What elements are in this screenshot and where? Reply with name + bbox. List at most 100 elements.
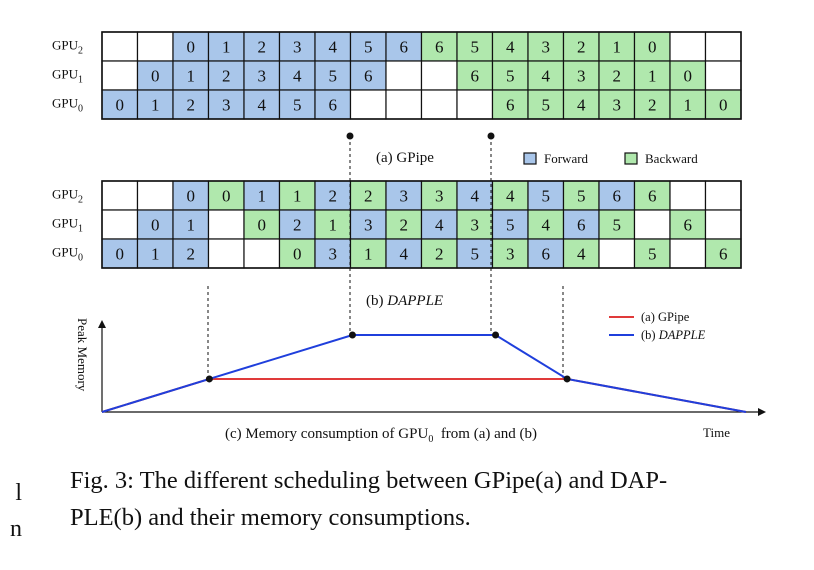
dapple-microbatch-label: 6 — [542, 245, 551, 264]
gpipe-microbatch-label: 1 — [613, 38, 622, 57]
dapple-memory-line — [101, 334, 747, 413]
backward-legend-label: Backward — [645, 151, 698, 166]
forward-legend-swatch — [523, 152, 537, 165]
gpipe-microbatch-label: 3 — [577, 67, 586, 86]
dapple-caption: (b) DAPPLE — [366, 293, 443, 309]
gpipe-cell — [562, 60, 600, 91]
dapple-microbatch-label: 1 — [258, 187, 267, 206]
gpipe-cell — [172, 60, 210, 91]
gpipe-microbatch-label: 4 — [293, 67, 302, 86]
dapple-microbatch-label: 5 — [648, 245, 657, 264]
gpipe-microbatch-label: 5 — [293, 96, 302, 115]
memory-chart-point — [205, 375, 213, 383]
dapple-cell — [385, 209, 423, 240]
dapple-cell — [136, 238, 174, 269]
gpipe-microbatch-label: 2 — [648, 96, 657, 115]
gpipe-gpu-label: GPU0 — [52, 96, 83, 115]
dapple-cell — [172, 238, 210, 269]
gpipe-microbatch-label: 5 — [506, 67, 515, 86]
gpipe-microbatch-label: 5 — [329, 67, 338, 86]
gpipe-microbatch-label: 3 — [293, 38, 302, 57]
gpipe-cell — [385, 89, 423, 120]
gpipe-microbatch-label: 4 — [258, 96, 267, 115]
dapple-cell — [243, 180, 281, 211]
gpipe-microbatch-label: 6 — [506, 96, 515, 115]
dapple-cell — [314, 180, 352, 211]
memory-chart-point — [492, 331, 500, 339]
x-axis-label: Time — [703, 425, 730, 440]
gpipe-microbatch-label: 0 — [719, 96, 728, 115]
gpipe-marker-end — [487, 132, 495, 140]
dapple-microbatch-label: 0 — [187, 187, 196, 206]
dapple-microbatch-label: 1 — [293, 187, 302, 206]
gpipe-cell — [420, 89, 458, 120]
gpipe-cell — [101, 31, 139, 62]
gpipe-microbatch-label: 1 — [187, 67, 196, 86]
dapple-microbatch-label: 5 — [471, 245, 480, 264]
dapple-microbatch-label: 5 — [577, 187, 586, 206]
gpipe-microbatch-label: 2 — [258, 38, 267, 57]
backward-legend-swatch — [624, 152, 638, 165]
gpipe-cell — [598, 89, 636, 120]
gpipe-microbatch-label: 0 — [648, 38, 657, 57]
gpipe-marker-start — [346, 132, 354, 140]
gpipe-cell — [136, 31, 174, 62]
gpipe-microbatch-label: 6 — [329, 96, 338, 115]
dapple-cell — [704, 209, 742, 240]
dapple-microbatch-label: 1 — [151, 245, 160, 264]
dapple-cell — [669, 209, 707, 240]
dapple-cell — [385, 238, 423, 269]
gpipe-microbatch-label: 3 — [542, 38, 551, 57]
dapple-cell — [136, 180, 174, 211]
gpipe-microbatch-label: 3 — [258, 67, 267, 86]
dapple-microbatch-label: 4 — [435, 216, 444, 235]
dapple-microbatch-label: 4 — [471, 187, 480, 206]
dapple-microbatch-label: 6 — [613, 187, 622, 206]
gpipe-cell — [491, 31, 529, 62]
dapple-cell — [207, 238, 245, 269]
gpipe-cell — [101, 60, 139, 91]
dapple-microbatch-label: 4 — [506, 187, 515, 206]
dapple-legend-label: (b) DAPPLE — [641, 328, 706, 342]
gpipe-cell — [278, 60, 316, 91]
dapple-microbatch-label: 4 — [577, 245, 586, 264]
dapple-microbatch-label: 2 — [400, 216, 409, 235]
dapple-cell — [243, 238, 281, 269]
dapple-microbatch-label: 3 — [435, 187, 444, 206]
dapple-gpu-label: GPU0 — [52, 245, 83, 264]
dapple-microbatch-label: 3 — [329, 245, 338, 264]
gpipe-cell — [456, 89, 494, 120]
gpipe-microbatch-label: 2 — [187, 96, 196, 115]
gpipe-microbatch-label: 5 — [471, 38, 480, 57]
gpipe-gpu-label: GPU2 — [52, 38, 83, 57]
y-axis-label: Peak Memory — [75, 318, 90, 392]
dapple-microbatch-label: 0 — [258, 216, 267, 235]
forward-legend-label: Forward — [544, 151, 589, 166]
gpipe-microbatch-label: 2 — [577, 38, 586, 57]
gpipe-cell — [633, 31, 671, 62]
dapple-microbatch-label: 6 — [719, 245, 728, 264]
dapple-microbatch-label: 6 — [577, 216, 586, 235]
dapple-grid-border — [101, 180, 742, 269]
gpipe-memory-line — [101, 377, 747, 413]
gpipe-microbatch-label: 2 — [222, 67, 231, 86]
dapple-cell — [598, 238, 636, 269]
dapple-microbatch-label: 2 — [435, 245, 444, 264]
gpipe-microbatch-label: 6 — [471, 67, 480, 86]
dapple-microbatch-label: 5 — [506, 216, 515, 235]
dapple-cell — [101, 180, 139, 211]
dapple-microbatch-label: 0 — [151, 216, 160, 235]
left-text-fragment: n — [10, 516, 22, 542]
dapple-microbatch-label: 2 — [187, 245, 196, 264]
dapple-microbatch-label: 6 — [648, 187, 657, 206]
dapple-cell — [172, 180, 210, 211]
gpipe-cell — [278, 89, 316, 120]
gpipe-cell — [633, 60, 671, 91]
dashed-connectors — [207, 136, 564, 382]
gpipe-cell — [349, 89, 387, 120]
dapple-microbatch-label: 3 — [471, 216, 480, 235]
